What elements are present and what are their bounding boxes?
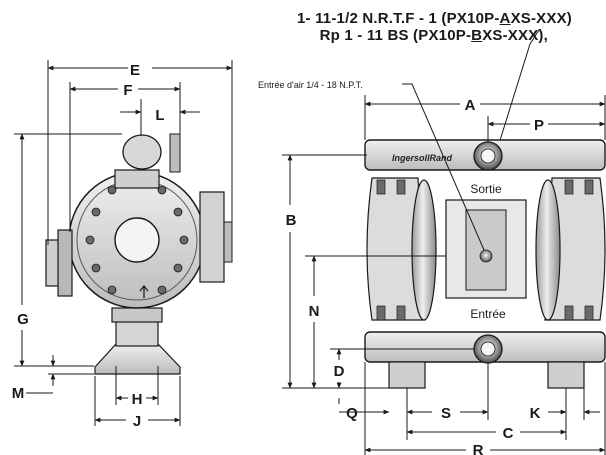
side-dimension-lines	[14, 60, 233, 426]
title-line2-prefix: Rp 1 - 11 BS (PX10P-	[319, 27, 472, 44]
dim-label-j: J	[133, 413, 141, 430]
left-diaphragm	[411, 179, 437, 321]
dim-label-a: A	[465, 97, 476, 114]
thread-spec-bs: Rp 1 - 11 BS (PX10P-BXS-XXX),	[320, 27, 548, 44]
side-view	[45, 133, 233, 375]
title-leader-line	[496, 29, 540, 151]
side-bolts	[85, 185, 189, 295]
dim-label-s: S	[441, 405, 451, 422]
dim-label-r: R	[473, 442, 484, 455]
title-line1-underlined: A	[499, 10, 511, 27]
dim-label-p: P	[534, 117, 544, 134]
air-inlet-leader	[402, 83, 485, 251]
title-line2-suffix: XS-XXX),	[482, 27, 548, 44]
side-top-port	[122, 134, 162, 170]
right-diaphragm	[535, 179, 561, 321]
dim-label-e: E	[130, 62, 140, 79]
dim-label-k: K	[530, 405, 541, 422]
side-upper-manifold	[114, 169, 160, 189]
side-air-fitting	[223, 221, 233, 263]
right-foot	[547, 361, 585, 389]
dim-label-b: B	[286, 212, 297, 229]
thread-spec-npt: 1- 11-1/2 N.R.T.F - 1 (PX10P-AXS-XXX)	[297, 10, 572, 27]
air-inlet-label: Entrée d'air 1/4 - 18 N.P.T.	[258, 80, 363, 90]
side-left-flange	[57, 229, 73, 297]
side-air-valve	[199, 191, 225, 283]
flow-arrow-icon	[139, 284, 149, 298]
dim-label-q: Q	[346, 405, 358, 422]
dim-label-c: C	[503, 425, 514, 442]
title-line1-suffix: XS-XXX)	[510, 10, 572, 27]
dim-label-n: N	[309, 303, 320, 320]
front-dimension-lines	[282, 95, 606, 455]
side-top-cap	[169, 133, 181, 173]
dim-label-f: F	[123, 82, 132, 99]
dim-label-g: G	[17, 311, 29, 328]
inlet-label: Entrée	[470, 307, 506, 321]
dim-label-m: M	[12, 385, 25, 402]
left-foot	[388, 361, 426, 389]
dim-label-h: H	[132, 391, 143, 408]
inlet-port-bore	[480, 341, 496, 357]
outlet-port-bore	[480, 148, 496, 164]
dim-label-l: L	[155, 107, 164, 124]
side-lower-flange	[111, 307, 163, 323]
outlet-label: Sortie	[470, 182, 502, 196]
air-inlet-fitting	[479, 249, 493, 263]
title-line2-underlined: B	[471, 27, 483, 44]
side-center-bore	[114, 217, 160, 263]
side-foot	[94, 343, 181, 375]
front-bolts	[376, 179, 594, 321]
title-line1-prefix: 1- 11-1/2 N.R.T.F - 1 (PX10P-	[296, 10, 500, 27]
brand-logo: IngersollRand	[392, 153, 453, 163]
dim-label-d: D	[334, 363, 345, 380]
front-view: IngersollRand	[364, 139, 606, 389]
